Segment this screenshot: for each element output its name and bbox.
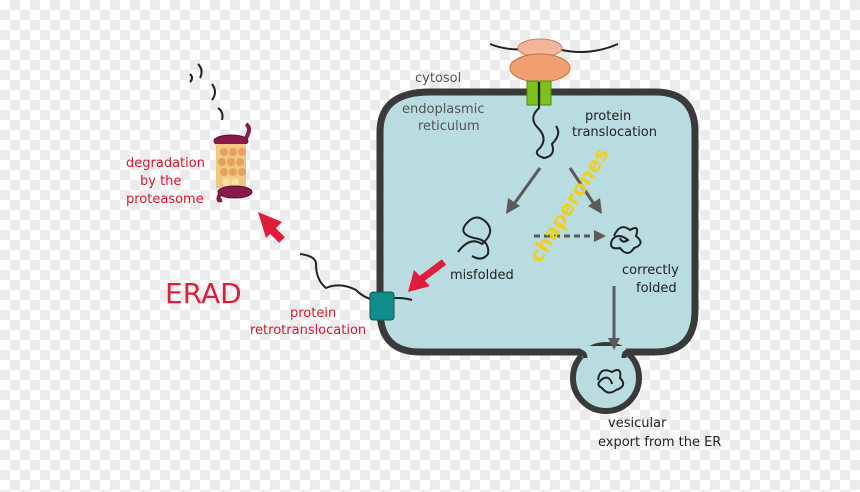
degradation-label-1: degradation: [126, 156, 205, 171]
degradation-label-3: proteasome: [126, 192, 204, 207]
cytosol-label: cytosol: [415, 71, 461, 86]
misfolded-protein-icon: [457, 216, 492, 260]
misfolded-label: misfolded: [450, 268, 514, 283]
retrotranslocation-label-1: protein: [290, 306, 336, 321]
correctly-label: correctly: [622, 263, 679, 278]
peptide-fragments: [189, 63, 224, 121]
endoplasmic-label: endoplasmic: [402, 102, 484, 117]
protein-chain-icon: [532, 82, 560, 160]
protein-translocation-label-2: translocation: [572, 125, 657, 140]
protein-translocation-label-1: protein: [585, 109, 631, 124]
folded-label: folded: [636, 281, 677, 296]
gray-arrows: [506, 167, 620, 350]
vesicle-protein-icon: [597, 369, 625, 394]
proteasome-icon: [213, 122, 253, 203]
export-label: export from the ER: [598, 435, 721, 450]
reticulum-label: reticulum: [418, 119, 480, 134]
erad-arrows: [258, 212, 447, 292]
retrotranslocon-channel-icon: [369, 291, 395, 321]
erad-label: ERAD: [165, 277, 242, 310]
retrotranslocation-label-2: retrotranslocation: [250, 323, 366, 338]
degradation-label-2: by the: [140, 174, 181, 189]
folded-protein-icon: [610, 226, 642, 254]
vesicular-label: vesicular: [608, 416, 667, 431]
ribosome-icon: [489, 38, 619, 83]
